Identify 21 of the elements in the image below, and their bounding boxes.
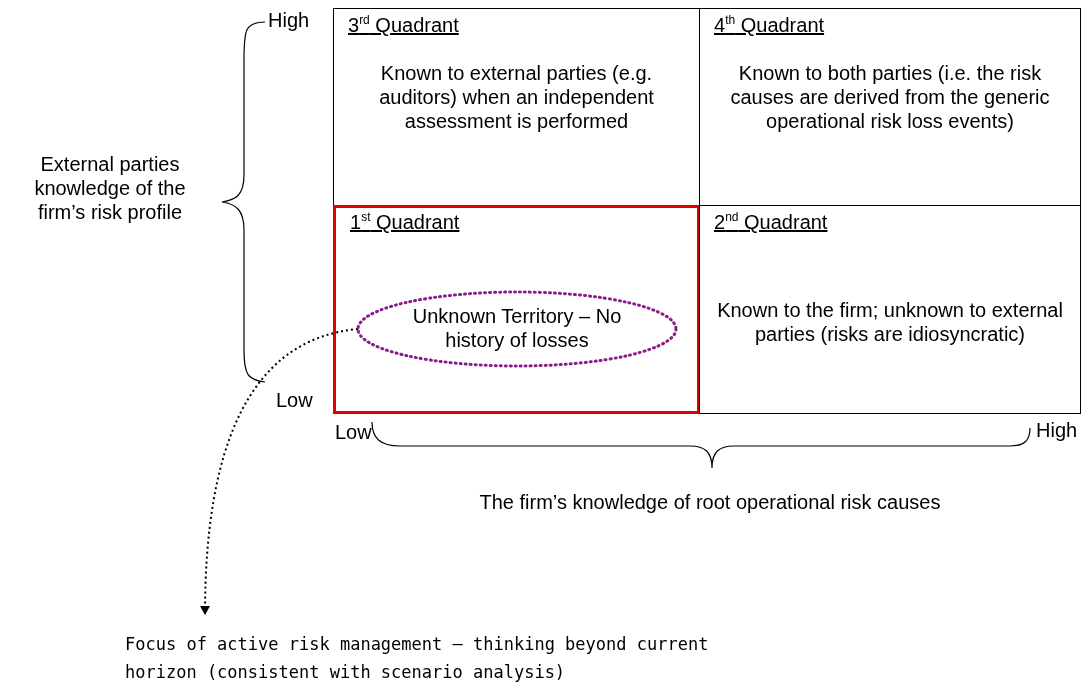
axis-tick-label: Low <box>276 388 314 412</box>
axis-tick-label: Low <box>335 420 373 444</box>
quadrant-description: Known to both parties (i.e. the risk causes are derived from the generic operational risk loss events) <box>729 61 1051 133</box>
quadrant-description: Known to the firm; unknown to external parties (risks are idiosyncratic) <box>716 298 1064 346</box>
note-text: Focus of active risk management – thinking beyond current horizon (consistent with scenario analysis) <box>125 630 725 690</box>
quadrant-cell <box>699 205 1081 414</box>
axis-tick-label: High <box>268 8 311 32</box>
quadrant-cell <box>333 8 700 206</box>
ellipse-text: Unknown Territory – No history of losses <box>411 304 623 352</box>
quadrant-heading: 2$^{nd}$ Quadrant <box>714 210 828 234</box>
quadrant-heading: 4$^{th}$ Quadrant <box>714 13 825 37</box>
quadrant-heading: 3$^{rd}$ Quadrant <box>348 13 459 37</box>
quadrant-cell <box>333 205 700 414</box>
dotted-arrow <box>200 328 359 615</box>
axis-label: The firm’s knowledge of root operational risk causes <box>478 490 942 514</box>
axis-label: External parties knowledge of the firm’s risk profile <box>33 152 187 224</box>
quadrant-description: Known to external parties (e.g. auditors) when an independent assessment is performed <box>378 61 655 133</box>
quadrant-cell <box>699 8 1081 206</box>
axis-tick-label: High <box>1036 418 1079 442</box>
quadrant-heading: 1$^{st}$ Quadrant <box>350 210 460 234</box>
ellipse-callout <box>356 290 678 368</box>
